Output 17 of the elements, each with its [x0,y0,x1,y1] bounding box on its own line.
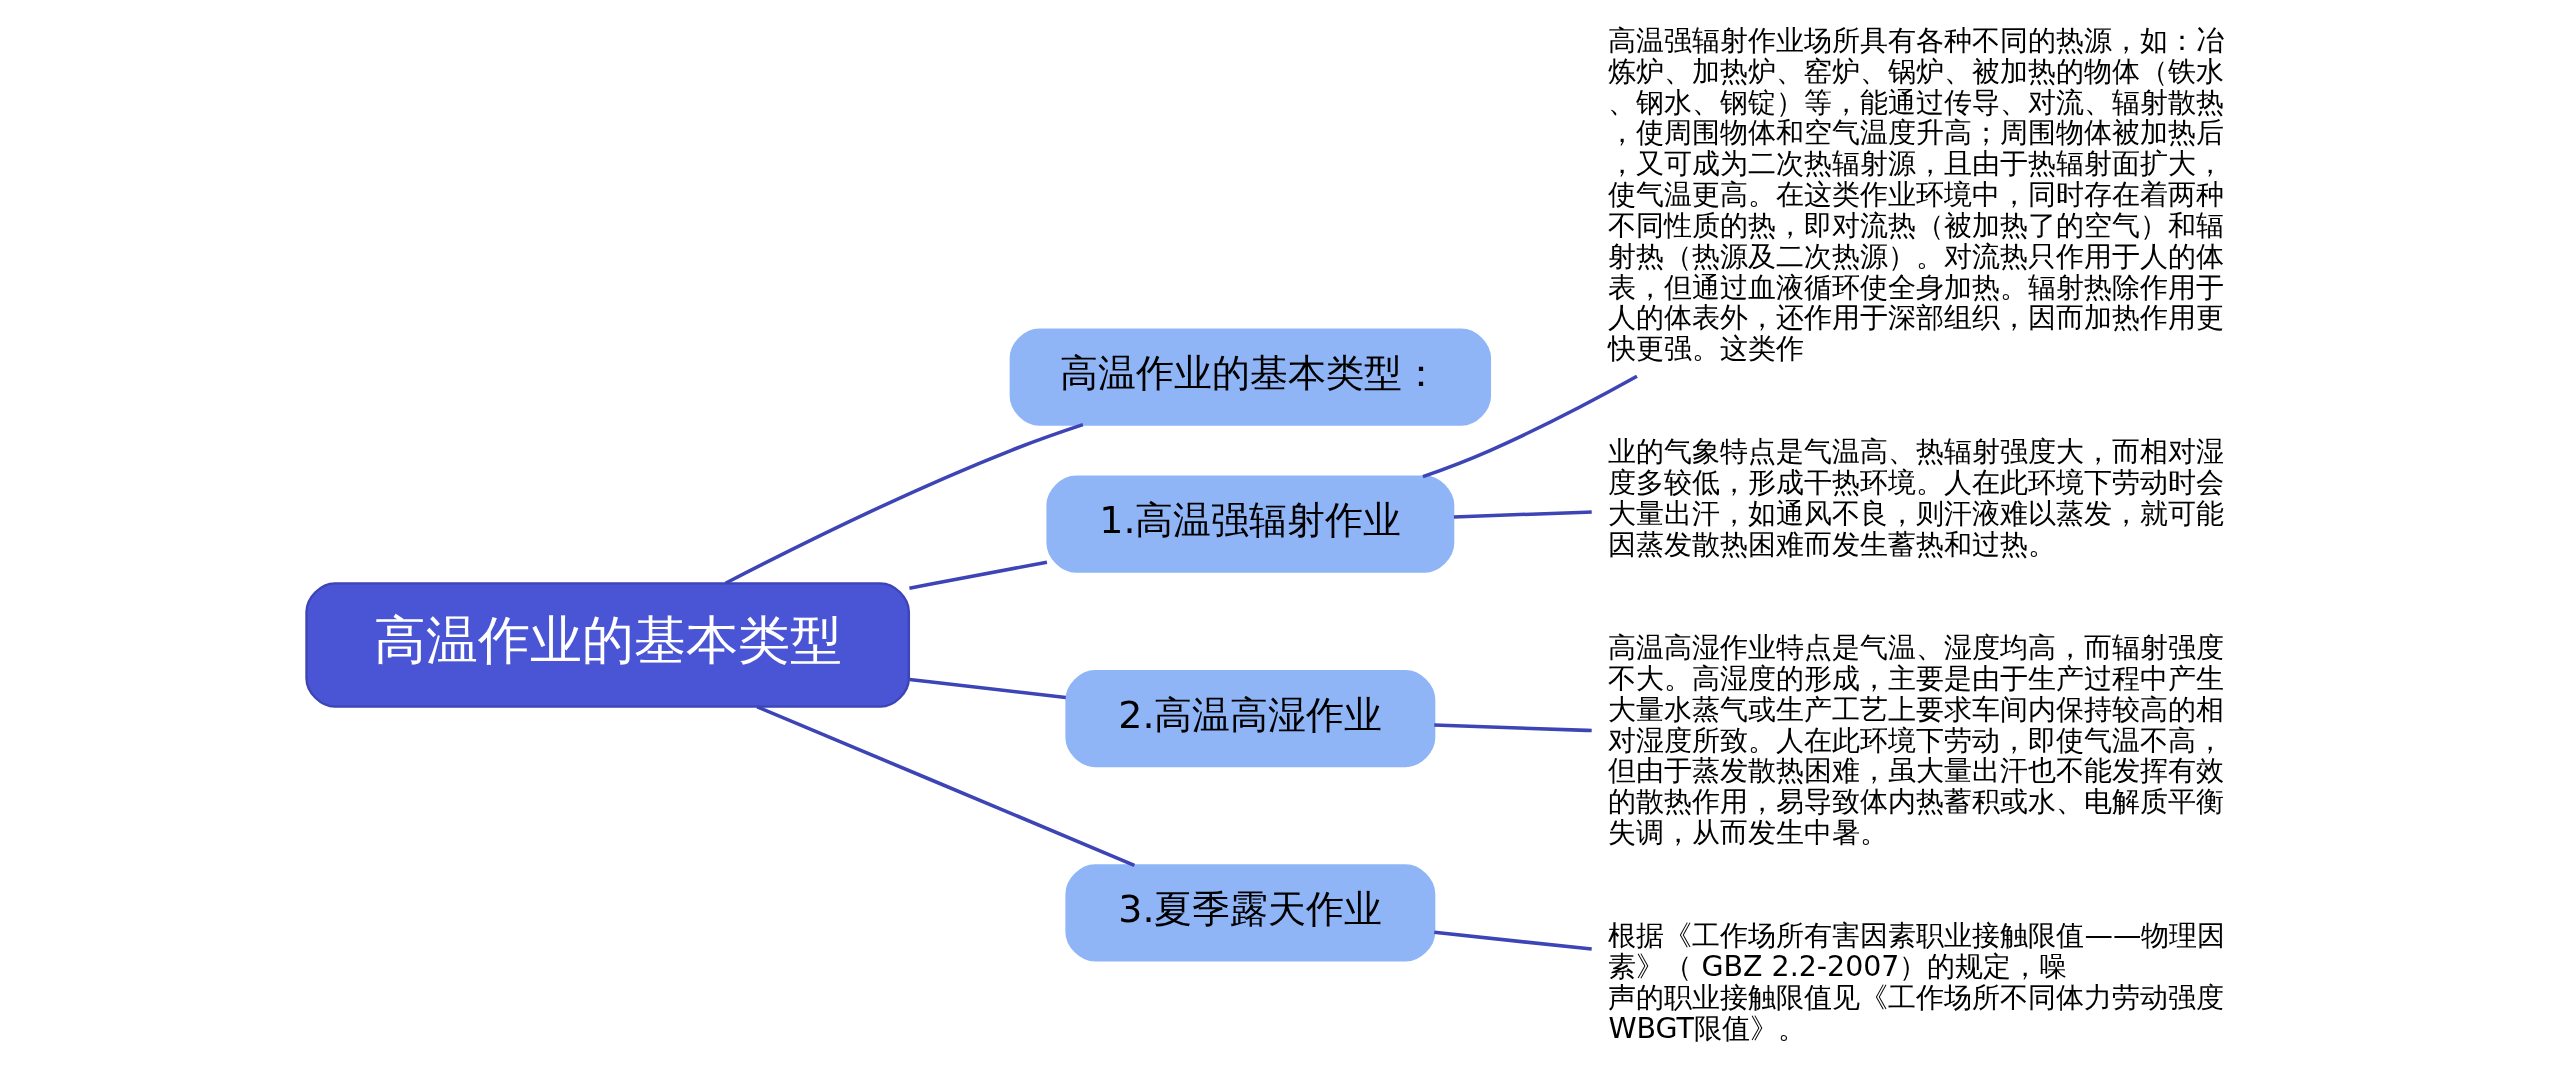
node-text: 业的气象特点是气温高、热辐射强度大，而相对湿度多较低，形成干热环境。人在此环境下劳动时会大量出汗，如通风不良，则汗液难以蒸发，就可能因蒸发散热困难而发生蓄热和过热。 [1608,435,2225,561]
node-text: 高温高湿作业特点是气温、湿度均高，而辐射强度不大。高湿度的形成，主要是由于生产过程中产生大量水蒸气或生产工艺上要求车间内保持较高的相对湿度所致。人在此环境下劳动，即使气温不高，但由于蒸发散热困难，虽大量出汗也不能发挥有效的散热作用，易导致体内热蓄积或水、电解质平衡失调，从而发生中暑。 [1608,631,2225,850]
node-box: 3.夏季露天作业 [1065,864,1436,962]
node-box: 2.高温高湿作业 [1065,669,1436,768]
connector [724,422,1084,585]
node-box: 高温作业的基本类型 [305,582,911,708]
node-text: 根据《工作场所有害因素职业接触限值——物理因素》（ GBZ 2.2-2007）的规定，噪声的职业接触限值见《工作场所不同体力劳动强度WBGT限值》。 [1608,919,2226,1045]
connector [1453,510,1592,519]
connector [756,705,1136,867]
node-text: 高温强辐射作业场所具有各种不同的热源，如：冶炼炉、加热炉、窑炉、锅炉、被加热的物体（铁水、钢水、钢锭）等，能通过传导、对流、辐射散热，使周围物体和空气温度升高；周围物体被加热后，又可成为二次热辐射源，且由于热辐射面扩大，使气温更高。在这类作业环境中，同时存在着两种不同性质的热，即对流热（被加热了的空气）和辐射热（热源及二次热源）。对流热只作用于人的体表，但通过血液循环使全身加热。辐射热除作用于人的体表外，还作用于深部组织，因而加热作用更快更强。这类作 [1608,23,2225,366]
connector [909,677,1067,700]
connector [909,560,1048,590]
node-box: 高温作业的基本类型： [1009,328,1492,426]
connector [1434,930,1592,951]
node-box: 1.高温强辐射作业 [1046,475,1455,573]
connector [1422,374,1638,479]
connector [1434,723,1592,733]
